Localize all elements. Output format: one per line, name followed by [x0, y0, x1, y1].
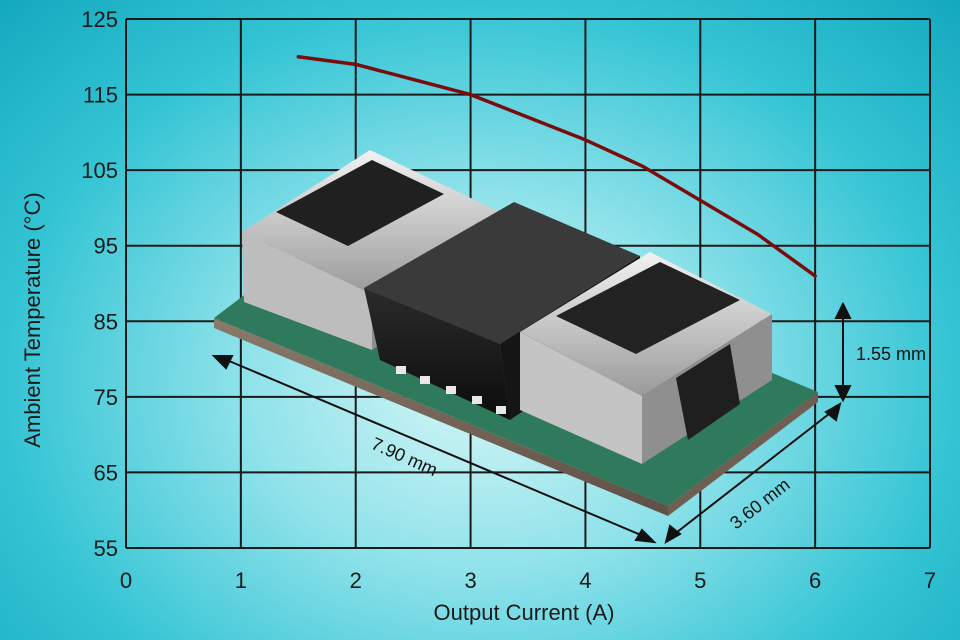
x-tick-label-2: 2 — [350, 568, 362, 593]
ic-pin-5 — [496, 406, 506, 414]
length-arrowhead-start — [211, 355, 234, 370]
height-arrowhead-top — [834, 301, 852, 319]
right-inductor-band — [556, 262, 740, 354]
ic-pin-3 — [446, 386, 456, 394]
height-arrowhead-bottom — [834, 385, 852, 403]
x-tick-label-7: 7 — [924, 568, 936, 593]
y-tick-label-4: 95 — [94, 234, 118, 259]
right-inductor-front — [520, 332, 642, 464]
left-inductor-band — [276, 160, 444, 246]
x-axis-title: Output Current (A) — [434, 600, 615, 625]
y-tick-label-2: 75 — [94, 385, 118, 410]
pcb-board-side — [214, 318, 668, 516]
right-inductor-band-front — [676, 344, 740, 440]
x-tick-label-1: 1 — [235, 568, 247, 593]
height-dimension-label: 1.55 mm — [856, 344, 926, 364]
width-arrowhead-start — [664, 524, 682, 545]
y-tick-label-5: 105 — [81, 158, 118, 183]
y-tick-label-6: 115 — [83, 83, 118, 108]
y-tick-label-0: 55 — [94, 536, 118, 561]
tick-labels: 0 1 2 3 4 5 6 7 55 65 75 85 95 105 115 125 — [81, 7, 936, 593]
ic-pin-4 — [472, 396, 482, 404]
ic-pin-1 — [396, 366, 406, 374]
x-tick-label-0: 0 — [120, 568, 132, 593]
y-tick-label-3: 85 — [94, 309, 118, 334]
series-layer — [296, 55, 817, 278]
dimension-arrows — [211, 301, 852, 545]
x-tick-label-3: 3 — [464, 568, 476, 593]
width-arrow — [671, 409, 835, 537]
length-arrow — [221, 357, 649, 539]
left-inductor-front — [242, 232, 372, 350]
x-tick-label-6: 6 — [809, 568, 821, 593]
width-dimension-label: 3.60 mm — [726, 474, 793, 533]
y-axis-title: Ambient Temperature (°C) — [20, 192, 45, 447]
x-tick-label-4: 4 — [579, 568, 591, 593]
ic-pin-2 — [420, 376, 430, 384]
y-tick-label-1: 65 — [94, 460, 118, 485]
length-arrowhead-end — [634, 528, 657, 544]
ic-front — [364, 288, 510, 420]
ic-top — [364, 202, 640, 344]
pcb-board-front — [668, 392, 818, 516]
power-module-illustration — [214, 150, 818, 516]
y-tick-label-7: 125 — [81, 7, 118, 32]
width-arrowhead-end — [824, 401, 842, 422]
series-line-0 — [296, 55, 817, 278]
x-tick-label-5: 5 — [694, 568, 706, 593]
